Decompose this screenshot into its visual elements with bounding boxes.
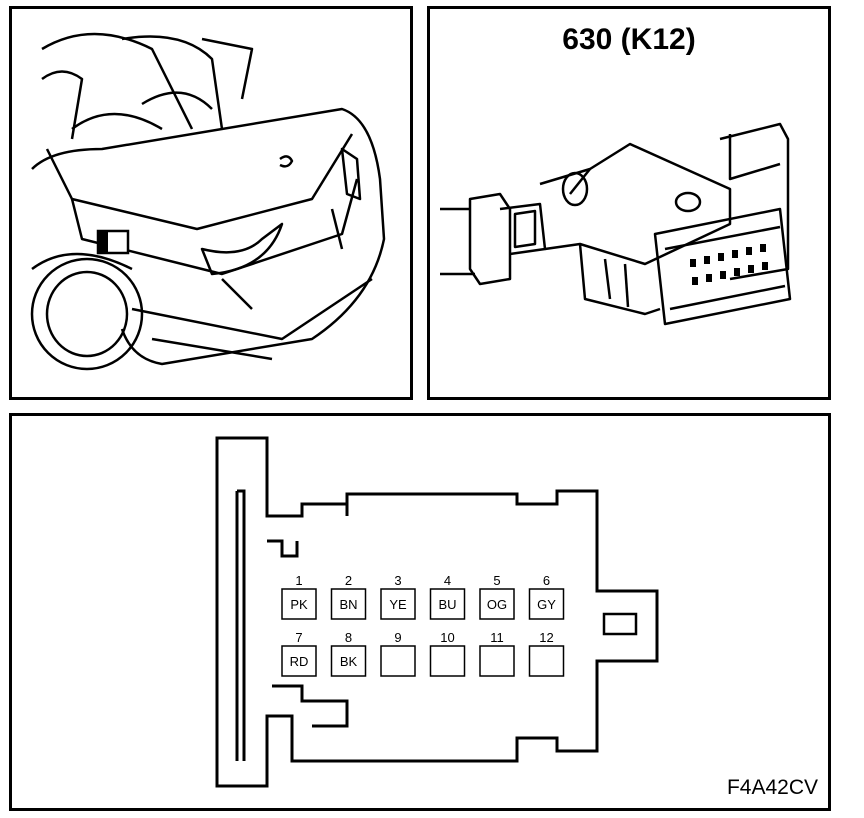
- car-location-panel: [9, 6, 413, 400]
- pin-cell-9: [380, 645, 416, 677]
- pin-number-11: 11: [490, 630, 504, 645]
- pin-cell-6: [528, 588, 565, 620]
- pin-color-5: OG: [487, 597, 507, 612]
- pin-number-7: 7: [295, 630, 302, 645]
- connector-illustration: [440, 122, 792, 326]
- pin-color-6: GY: [537, 597, 556, 612]
- pin-number-6: 6: [543, 573, 550, 588]
- pin-cell-8: [330, 645, 367, 677]
- connector-view-panel: 630 (K12): [427, 6, 831, 400]
- connector-title: 630 (K12): [562, 23, 696, 56]
- pin-number-10: 10: [440, 630, 454, 645]
- pin-number-1: 1: [295, 573, 302, 588]
- pin-color-7: RD: [290, 654, 309, 669]
- pin-cell-5: [479, 588, 515, 620]
- pin-number-5: 5: [493, 573, 500, 588]
- pin-number-12: 12: [539, 630, 553, 645]
- pin-color-1: PK: [290, 597, 308, 612]
- pin-cell-7: [281, 645, 317, 677]
- pin-cell-10: [429, 645, 466, 677]
- figure-code: F4A42CV: [726, 776, 818, 799]
- pin-color-8: BK: [340, 654, 358, 669]
- pin-cell-1: [281, 588, 317, 620]
- pin-cell-3: [380, 588, 416, 620]
- pin-color-2: BN: [339, 597, 357, 612]
- pin-cell-2: [330, 588, 367, 620]
- pin-number-2: 2: [345, 573, 352, 588]
- pin-color-4: BU: [438, 597, 456, 612]
- pin-color-3: YE: [389, 597, 407, 612]
- pin-cell-4: [429, 588, 466, 620]
- pin-layout-diagram: 1PK 2BN 3YE 4BU 5OG 6GY 7RD 8BK 9 10 11 12: [215, 436, 659, 788]
- pin-cell-12: [528, 645, 565, 677]
- pin-number-8: 8: [345, 630, 352, 645]
- pin-number-9: 9: [394, 630, 401, 645]
- car-rear-illustration: [30, 32, 386, 371]
- pin-cell-11: [479, 645, 515, 677]
- pin-number-3: 3: [394, 573, 401, 588]
- pin-number-4: 4: [444, 573, 451, 588]
